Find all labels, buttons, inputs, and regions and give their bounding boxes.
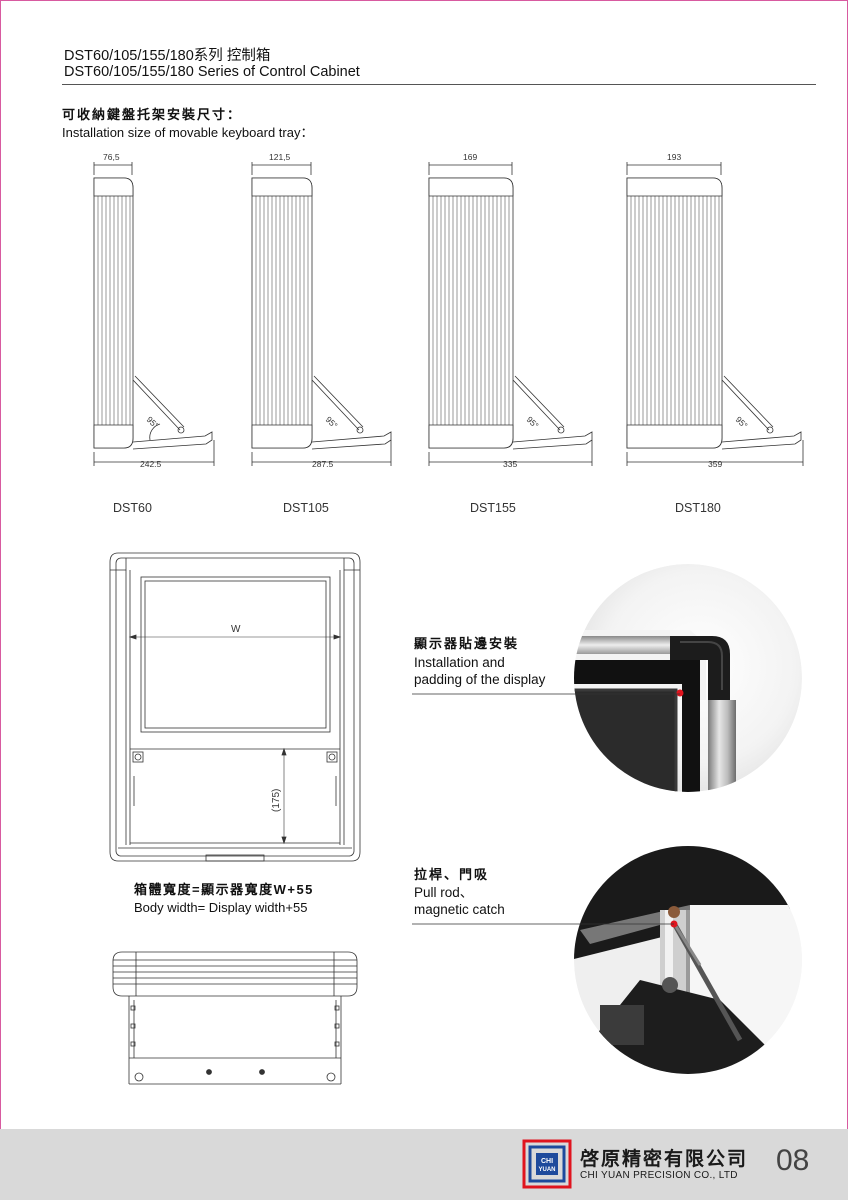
logo-text-bottom: YUAN: [538, 1167, 555, 1173]
page-title-en: DST60/105/155/180 Series of Control Cabi…: [64, 64, 360, 80]
profile-dst105: [251, 162, 392, 466]
annotation-pullrod-line2: magnetic catch: [414, 902, 505, 917]
company-name-cn: 啓原精密有限公司: [580, 1149, 749, 1170]
company-name-en: CHI YUAN PRECISION CO., LTD: [580, 1170, 738, 1181]
dst155-bottom-dim: 335: [503, 459, 517, 469]
dst60-angle: 95°: [145, 414, 161, 430]
dst155-top-dim: 169: [463, 152, 477, 162]
dst180-angle: 95°: [734, 414, 750, 430]
front-view-drawing: [109, 552, 361, 862]
page-number: 08: [776, 1144, 810, 1177]
annotation-pullrod-line1: Pull rod、: [414, 885, 474, 900]
company-logo-icon: CHI YUAN: [522, 1139, 572, 1189]
model-label-dst60: DST60: [113, 501, 152, 515]
dst60-bottom-dim: 242.5: [140, 459, 162, 469]
dst180-bottom-dim: 359: [708, 459, 722, 469]
dst105-bottom-dim: 287.5: [312, 459, 334, 469]
detail-photo-display-padding: [574, 564, 802, 792]
body-width-caption-en: Body width= Display width+55: [134, 900, 308, 915]
dst105-top-dim: 121,5: [269, 152, 291, 162]
top-view-drawing: [112, 951, 358, 1085]
dst155-angle: 95°: [525, 414, 541, 430]
model-label-dst105: DST105: [283, 501, 329, 515]
page-title-cn: DST60/105/155/180系列 控制箱: [64, 48, 271, 64]
annotation-display-line1: Installation and: [414, 655, 505, 670]
logo-text-top: CHI: [541, 1158, 553, 1165]
model-label-dst155: DST155: [470, 501, 516, 515]
annotation-display-line2: padding of the display: [414, 672, 546, 687]
profile-dst155: [428, 162, 593, 466]
body-width-caption-cn: 箱體寬度=顯示器寬度W+55: [134, 882, 314, 897]
profile-dst180: [626, 162, 804, 466]
detail-photo-pull-rod: [574, 846, 802, 1074]
footer-bar: [0, 1129, 848, 1200]
dst60-top-dim: 76,5: [103, 152, 120, 162]
profile-dst60: [93, 162, 215, 466]
dst180-top-dim: 193: [667, 152, 681, 162]
height-dim-label: (175): [271, 789, 282, 812]
section-title-cn: 可收納鍵盤托架安裝尺寸：: [62, 107, 243, 122]
model-label-dst180: DST180: [675, 501, 721, 515]
annotation-display-title-cn: 顯示器貼邊安裝: [414, 636, 520, 651]
technical-drawings: 76,5 242.5 95° 121,5 287.5 95°: [93, 152, 804, 1085]
section-title-en: Installation size of movable keyboard tr…: [62, 125, 314, 140]
header-rule: [62, 84, 816, 85]
dst105-angle: 95°: [324, 414, 340, 430]
width-dim-label: W: [231, 624, 241, 635]
annotation-pullrod-title-cn: 拉桿、門吸: [414, 867, 490, 882]
